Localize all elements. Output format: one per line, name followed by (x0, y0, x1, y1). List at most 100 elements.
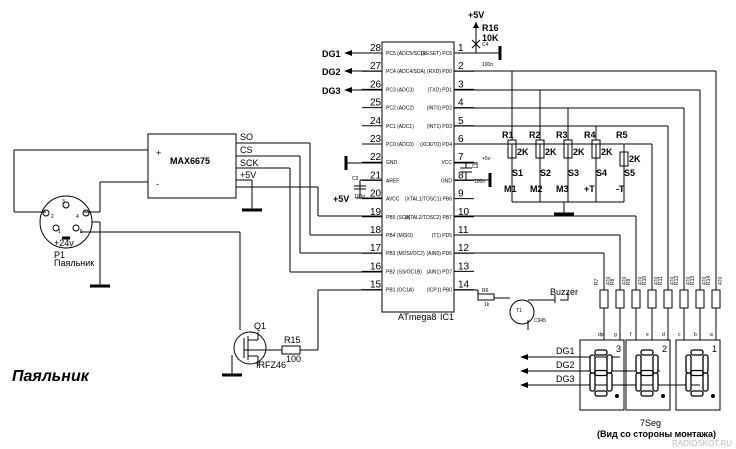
minus-t-label: -T (616, 184, 625, 194)
r16-value: 10K (482, 33, 499, 43)
mcu-pin-10: 10 (458, 207, 470, 218)
mcu-pin-26: 26 (370, 79, 382, 90)
max6675-so: SO (240, 132, 253, 142)
segment-g-2 (690, 369, 704, 377)
mcu-pin-label-10: (XTAL2/TOSC2) PB7 (405, 215, 452, 221)
mosfet-q1: Q1 IRFZ46 R15 100 (222, 289, 382, 377)
mcu-pin-5: 5 (458, 116, 464, 127)
segment-a-0 (594, 349, 608, 356)
segment-c-1 (652, 372, 659, 392)
iron-connector: 3 2 4 1 5 +24v P1 Паяльник (39, 195, 241, 330)
mcu-pin-9: 9 (458, 189, 464, 200)
seg-resistor-value-5: 470 (686, 276, 692, 285)
c4-ref: C4 (482, 42, 489, 48)
seg-resistor-value-2: 470 (638, 276, 644, 285)
mcu-pin-label-7: VCC (441, 160, 452, 166)
mcu-pin-label-22: GND (386, 160, 398, 166)
vcc-5v-label: +5v (482, 156, 491, 162)
seg-resistor-ref-0: R7 (594, 278, 600, 285)
segment-f-0 (589, 354, 596, 374)
seg-name-4: d (662, 332, 665, 338)
seg-resistor-ref-5: R12 (674, 276, 680, 285)
seg-resistor-value-4: 470 (670, 276, 676, 285)
mcu-pin-label-23: PC0 (ADC0) (386, 142, 414, 148)
mcu-pin-label-28: PC5 (ADC5/SCL) (386, 51, 425, 57)
r5-value: 2K (629, 154, 641, 164)
mcu-pin-18: 18 (370, 225, 382, 236)
buzzer-label: Buzzer (550, 287, 578, 297)
max6675: MAX6675 + - SO CS SCK +5V (13, 132, 382, 273)
segment-a-1 (640, 349, 654, 356)
pin-4-label: 4 (76, 214, 79, 220)
mcu-pin-label-24: PC1 (ADC1) (386, 124, 414, 130)
mcu-pin-label-18: PB4 (MISO) (386, 233, 413, 239)
seg-resistor-ref-4: R11 (658, 276, 664, 285)
q1-ref: Q1 (254, 321, 266, 331)
mcu-pin-20: 20 (370, 189, 382, 200)
seg-resistor-ref-3: R10 (642, 276, 648, 285)
segment-f-1 (635, 354, 642, 374)
mcu-pin-23: 23 (370, 134, 382, 145)
segment-f-2 (685, 354, 692, 374)
mcu-pin-label-17: PB3 (MOSI/OC2) (386, 251, 425, 257)
r6-value: 1k (484, 302, 490, 308)
mcu-pin-label-11: (T1) PD5 (432, 233, 453, 239)
c3-capacitor: C3 100n +5v (454, 156, 492, 187)
r15-ref: R15 (284, 335, 301, 345)
mcu-pin-12: 12 (458, 243, 470, 254)
c3-ref: C3 (472, 164, 479, 170)
segment-e-1 (635, 372, 642, 392)
mcu-pin-15: 15 (370, 280, 382, 291)
digit-box-0 (579, 339, 625, 411)
decimal-point-0 (615, 394, 619, 398)
seg-name-2: f (630, 332, 632, 338)
r15-value: 100 (286, 354, 301, 364)
seg-resistor-value-0: 470 (606, 276, 612, 285)
r1-value: 2K (517, 147, 529, 157)
t1-ref: T1 (516, 308, 522, 314)
dg2-label: DG2 (322, 67, 341, 77)
iron-ref: P1 (54, 250, 65, 260)
s1-ref: S1 (512, 168, 523, 178)
mcu-pin-3: 3 (458, 79, 464, 90)
seg-resistor-ref-2: R9 (626, 278, 632, 285)
pin-1-label: 1 (58, 229, 61, 235)
mcu-pin-label-8: GND (441, 178, 453, 184)
mcu-pin-label-19: PB5 (SCK) (386, 215, 411, 221)
c4-value: 100n (482, 62, 493, 68)
seg-resistor-3 (647, 289, 657, 309)
r6-ref: R6 (482, 288, 489, 294)
digit-box-2 (675, 339, 721, 411)
mcu-name: ATmega8 (398, 312, 436, 322)
mcu-pin-19: 19 (370, 207, 382, 218)
segment-d-1 (640, 390, 654, 397)
mcu-pin-label-3: (TXD) PD1 (428, 87, 453, 93)
seg-resistor-0 (599, 289, 609, 309)
mcu-pin-label-12: (AIN0) PD6 (426, 251, 452, 257)
seg-name-7: a (710, 332, 713, 338)
mcu-pin-label-4: (INT0) PD2 (427, 106, 453, 112)
seg-resistor-ref-1: R8 (610, 278, 616, 285)
r4-ref: R4 (584, 130, 596, 140)
segment-b-2 (702, 354, 709, 374)
mcu-pin-label-26: PC3 (ADC3) (386, 87, 414, 93)
mcu-pin-22: 22 (370, 152, 382, 163)
seg-name-0: dp (598, 332, 604, 338)
button-ladder: R1 R2 R3 R4 R5 2K 2K 2K 2K 2K S1 S2 S3 S… (502, 71, 641, 216)
m2-label: M2 (530, 184, 543, 194)
r2-value: 2K (545, 147, 557, 157)
digit-number-0: 3 (616, 344, 621, 354)
max6675-sck: SCK (240, 158, 259, 168)
r1-ref: R1 (502, 130, 514, 140)
pin-2-label: 2 (51, 214, 54, 220)
r5-ref: R5 (616, 130, 628, 140)
seg-resistor-ref-6: R13 (690, 276, 696, 285)
segment-d-0 (594, 390, 608, 397)
mcu-pin-label-9: (XTAL1/TOSC1) PB6 (405, 197, 452, 203)
seg-resistor-ref-7: R14 (706, 276, 712, 285)
r16-ref: R16 (482, 23, 499, 33)
seg-name-3: e (646, 332, 649, 338)
seg-resistor-1 (615, 289, 625, 309)
